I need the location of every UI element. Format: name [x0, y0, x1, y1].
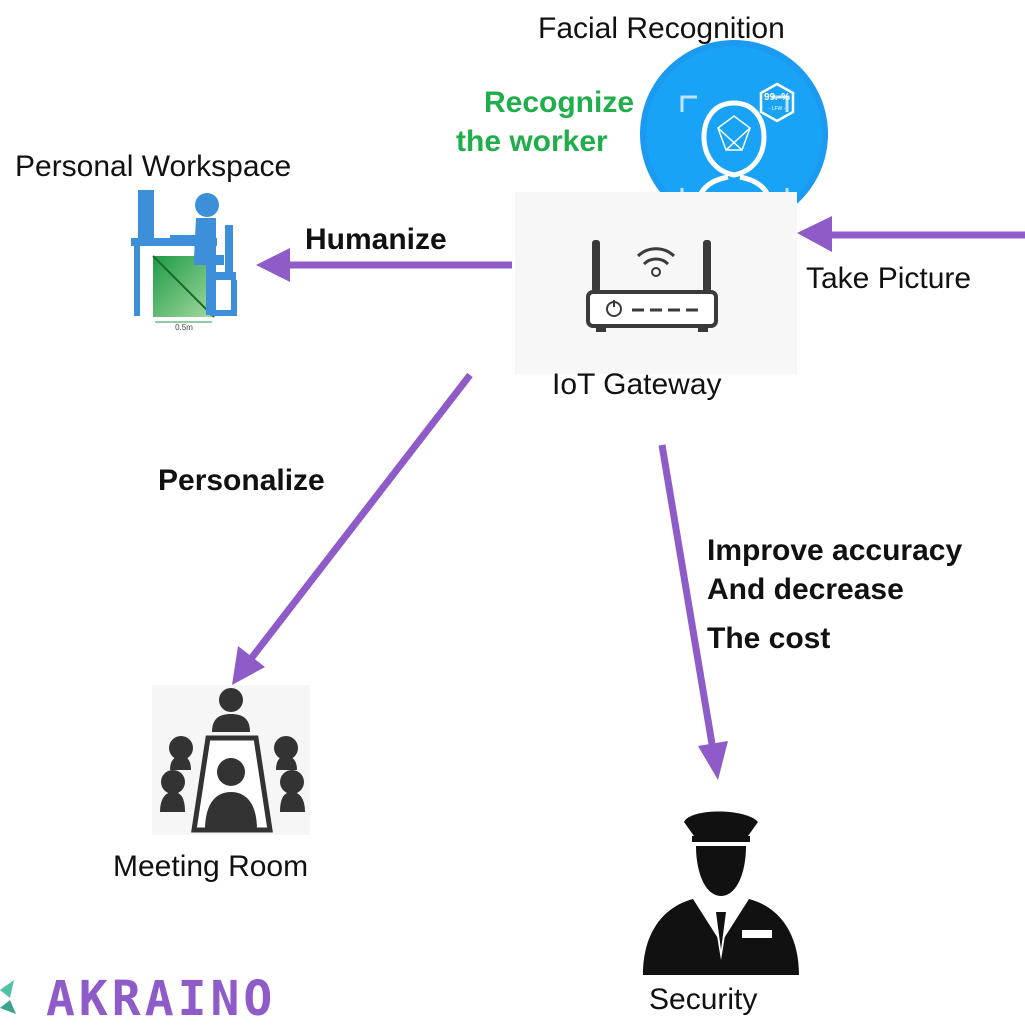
- akraino-logo-mark: [0, 980, 16, 1014]
- take-picture-label: Take Picture: [806, 262, 972, 295]
- accuracy-badge-text: 99.-%: [764, 92, 790, 103]
- workspace-scale-text: 0.5m: [175, 323, 193, 332]
- personalize-label: Personalize: [158, 464, 325, 497]
- arrow-humanize: [256, 248, 512, 282]
- meeting-room-icon: [152, 685, 310, 835]
- facial-recognition-label: Facial Recognition: [538, 12, 785, 45]
- personal-workspace-label: Personal Workspace: [15, 150, 292, 183]
- recognize-label-line2: the worker: [456, 125, 608, 158]
- security-label: Security: [649, 983, 758, 1016]
- meeting-room-label: Meeting Room: [113, 850, 309, 883]
- improve-accuracy-label: Improve accuracy: [707, 534, 963, 567]
- security-guard-icon: [643, 811, 799, 975]
- cost-label: The cost: [707, 622, 831, 655]
- recognize-label-line1: Recognize: [484, 86, 635, 119]
- decrease-label: And decrease: [707, 573, 904, 606]
- arrow-personalize: [232, 372, 473, 685]
- arrow-take-picture: [797, 216, 1025, 252]
- humanize-label: Humanize: [305, 223, 447, 256]
- facial-recognition-icon: [640, 40, 828, 228]
- router-icon: [515, 192, 797, 374]
- akraino-logo-text: AKRAINO: [46, 971, 277, 1027]
- arrow-security: [658, 444, 728, 780]
- workspace-icon: [131, 190, 237, 323]
- iot-gateway-label: IoT Gateway: [552, 368, 722, 401]
- accuracy-badge-subtext: - LFW -: [769, 106, 786, 112]
